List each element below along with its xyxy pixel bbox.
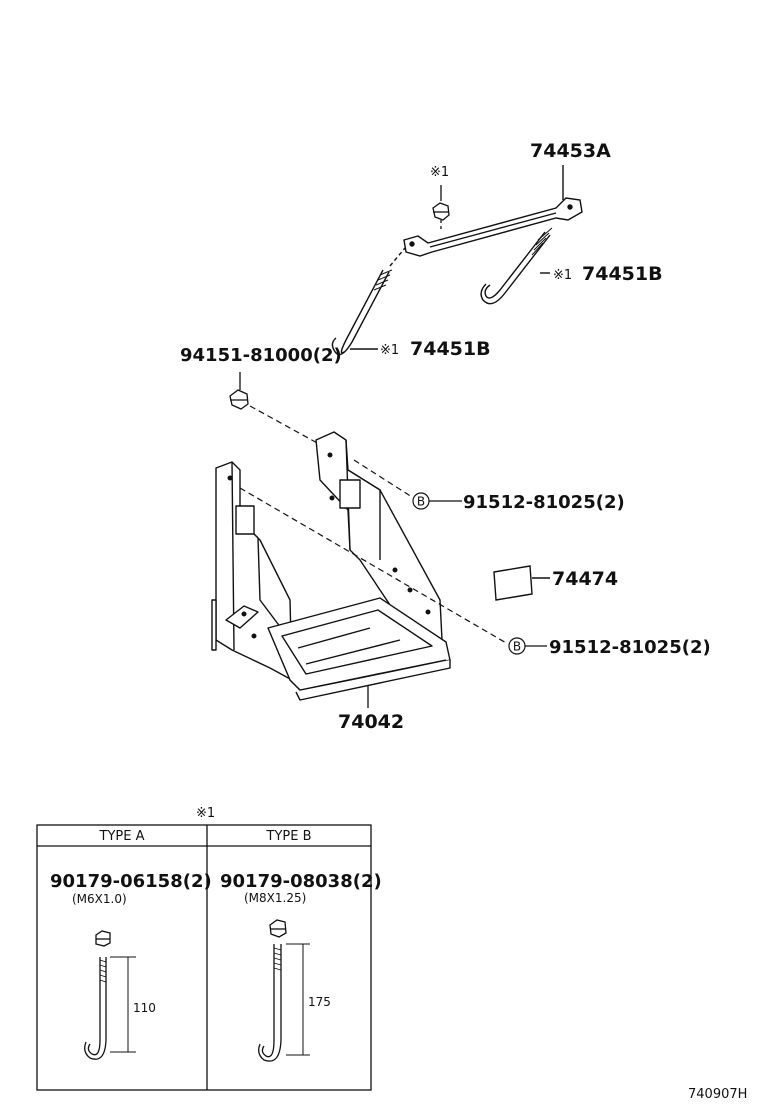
nut-leader <box>249 405 331 451</box>
type-a-length: 110 <box>133 1001 156 1015</box>
type-a-spec: (M6X1.0) <box>72 892 127 906</box>
bolt-letter: B <box>417 495 425 509</box>
type-b-spec: (M8X1.25) <box>244 891 306 905</box>
type-a-bolt-icon <box>84 930 136 1060</box>
type-b-part: 90179-08038(2) <box>220 871 382 892</box>
nut-label: 94151-81000(2) <box>180 345 342 366</box>
table-title: ※1 <box>196 806 215 821</box>
rod-left-label: 74451B <box>410 338 491 360</box>
type-a-header: TYPE A <box>99 829 145 844</box>
stay-bar <box>403 165 583 257</box>
rod-right <box>480 227 553 305</box>
type-b-length: 175 <box>308 995 331 1009</box>
rod-right-marker: ※1 <box>553 268 572 283</box>
stay-nut-icon <box>432 185 450 232</box>
plate-icon <box>493 565 550 601</box>
bolt-lower-label: 91512-81025(2) <box>549 637 711 658</box>
rod-left <box>331 247 406 356</box>
bolt-letter: B <box>513 640 521 654</box>
nut-icon <box>229 372 249 410</box>
rod-right-label: 74451B <box>582 263 663 285</box>
bolt-upper-label: 91512-81025(2) <box>463 492 625 513</box>
bolt-table <box>36 824 372 1091</box>
rod-left-marker: ※1 <box>380 343 399 358</box>
bolt-lower-leader <box>239 487 509 645</box>
bolt-upper-leader <box>353 459 413 498</box>
bolt-lower-callout: B <box>508 637 547 655</box>
carrier-label: 74042 <box>338 711 404 733</box>
note-top-label: ※1 <box>430 165 449 180</box>
battery-carrier <box>211 431 451 701</box>
figure-code: 740907H <box>688 1087 747 1102</box>
type-a-part: 90179-06158(2) <box>50 871 212 892</box>
bolt-upper-callout: B <box>412 492 462 510</box>
type-b-bolt-icon <box>258 919 310 1062</box>
plate-label: 74474 <box>552 568 618 590</box>
stay-label: 74453A <box>530 140 611 162</box>
type-b-header: TYPE B <box>266 829 312 844</box>
